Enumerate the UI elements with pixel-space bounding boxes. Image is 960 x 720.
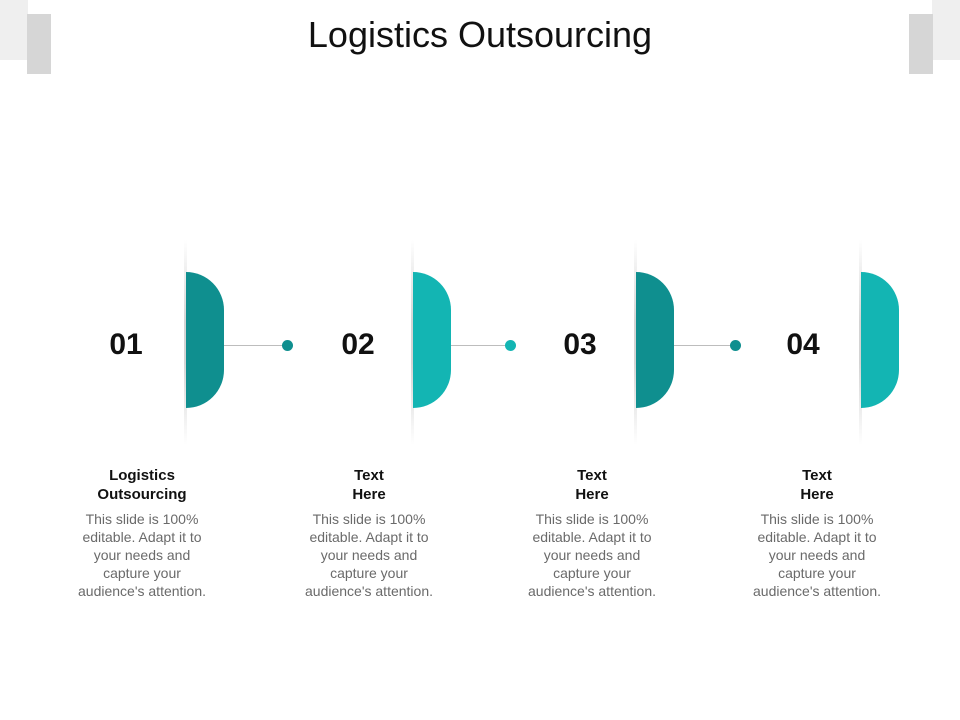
step-label-line-1: Text: [577, 467, 607, 484]
desc-line-3: your needs and: [543, 547, 641, 563]
divider-line: [634, 240, 637, 445]
desc-line-1: This slide is 100%: [312, 511, 426, 527]
step-label-line-2: Here: [800, 486, 834, 503]
step-label-line-2: Here: [575, 486, 609, 503]
step-number: 04: [786, 328, 820, 361]
desc-line-2: editable. Adapt it to: [82, 529, 202, 545]
desc-line-4: capture your: [330, 565, 408, 581]
desc-line-1: This slide is 100%: [760, 511, 874, 527]
desc-line-4: capture your: [778, 565, 856, 581]
desc-line-2: editable. Adapt it to: [532, 529, 652, 545]
connector-dot: [505, 340, 516, 351]
desc-line-3: your needs and: [320, 547, 418, 563]
step-label: Text Here: [507, 466, 677, 504]
step-label: Logistics Outsourcing: [57, 466, 227, 504]
desc-line-2: editable. Adapt it to: [309, 529, 429, 545]
desc-line-4: capture your: [103, 565, 181, 581]
step-label-line-2: Here: [352, 486, 386, 503]
connector-line: [674, 345, 736, 346]
step-1: 01 Logistics Outsourcing This slide is 1…: [57, 240, 293, 610]
desc-line-5: audience's attention.: [78, 583, 206, 599]
step-label: Text Here: [284, 466, 454, 504]
divider-line: [411, 240, 414, 445]
step-number: 03: [563, 328, 597, 361]
corner-decoration-left-light: [0, 0, 28, 60]
step-label-line-1: Text: [354, 467, 384, 484]
connector-line: [224, 345, 286, 346]
step-description: This slide is 100% editable. Adapt it to…: [732, 510, 902, 600]
step-description: This slide is 100% editable. Adapt it to…: [284, 510, 454, 600]
desc-line-1: This slide is 100%: [535, 511, 649, 527]
desc-line-3: your needs and: [768, 547, 866, 563]
step-number: 02: [341, 328, 375, 361]
step-4: 04 Text Here This slide is 100% editable…: [732, 240, 952, 610]
step-number: 01: [109, 328, 143, 361]
connector-dot: [730, 340, 741, 351]
connector-line: [451, 345, 510, 346]
desc-line-5: audience's attention.: [753, 583, 881, 599]
divider-line: [859, 240, 862, 445]
half-circle-shape: [413, 272, 451, 408]
step-3: 03 Text Here This slide is 100% editable…: [507, 240, 741, 610]
desc-line-5: audience's attention.: [528, 583, 656, 599]
page-title: Logistics Outsourcing: [307, 14, 653, 55]
half-circle-shape: [186, 272, 224, 408]
corner-decoration-right: [909, 14, 933, 74]
desc-line-3: your needs and: [93, 547, 191, 563]
desc-line-1: This slide is 100%: [85, 511, 199, 527]
step-description: This slide is 100% editable. Adapt it to…: [57, 510, 227, 600]
step-label-line-1: Logistics: [109, 467, 175, 484]
divider-line: [184, 240, 187, 445]
corner-decoration-right-light: [932, 0, 960, 60]
half-circle-shape: [636, 272, 674, 408]
desc-line-2: editable. Adapt it to: [757, 529, 877, 545]
step-label-line-1: Text: [802, 467, 832, 484]
step-2: 02 Text Here This slide is 100% editable…: [284, 240, 516, 610]
desc-line-5: audience's attention.: [305, 583, 433, 599]
step-label-line-2: Outsourcing: [97, 486, 187, 503]
connector-dot: [282, 340, 293, 351]
desc-line-4: capture your: [553, 565, 631, 581]
half-circle-shape: [861, 272, 899, 408]
step-label: Text Here: [732, 466, 902, 504]
step-description: This slide is 100% editable. Adapt it to…: [507, 510, 677, 600]
corner-decoration-left: [27, 14, 51, 74]
